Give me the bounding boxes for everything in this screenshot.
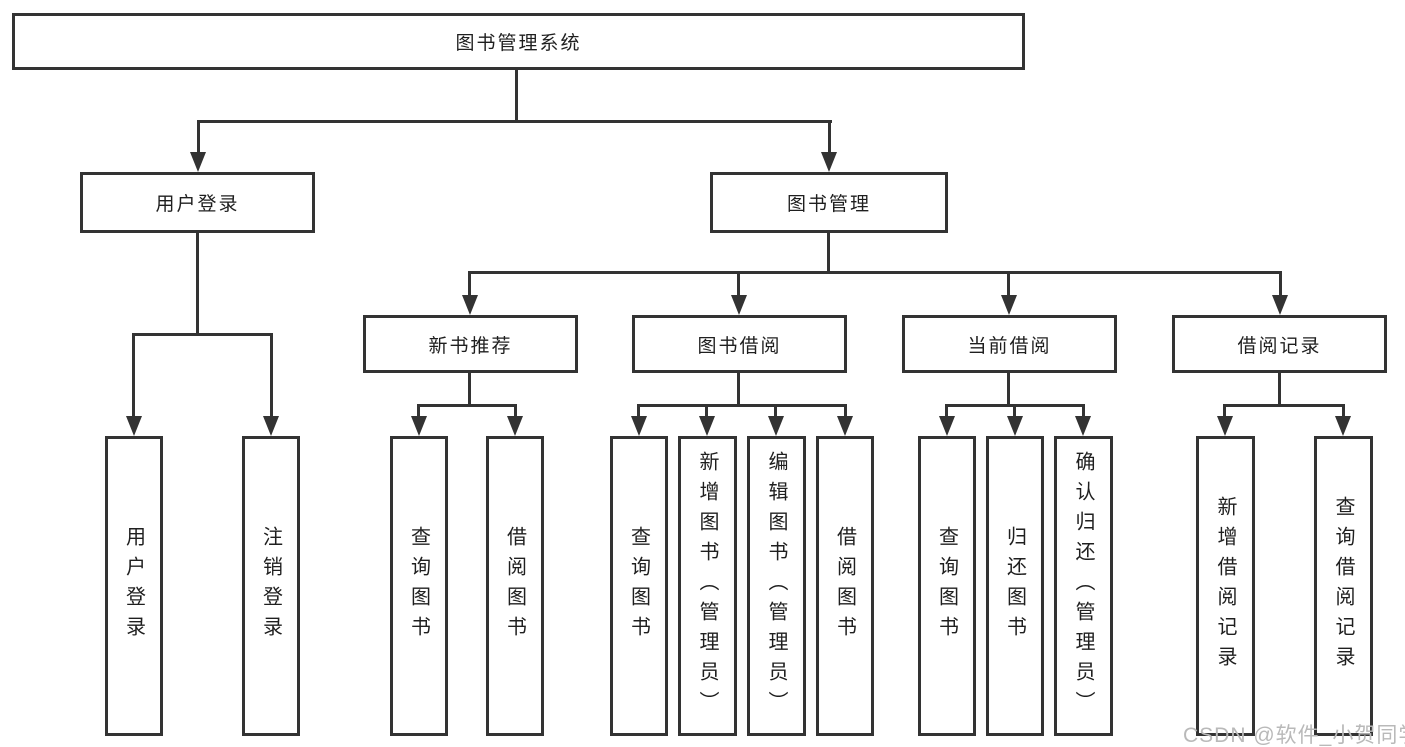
connector-line	[827, 233, 830, 274]
leaf-node-edit-books-admin: 编辑图书（管理员）	[747, 436, 806, 736]
node-new-book-recommend: 新书推荐	[363, 315, 578, 373]
arrow-down-icon	[768, 416, 784, 436]
node-book-management: 图书管理	[710, 172, 948, 233]
arrow-down-icon	[190, 152, 206, 172]
connector-line	[417, 404, 420, 418]
leaf-node-query-books-recommend: 查询图书	[390, 436, 448, 736]
arrow-down-icon	[821, 152, 837, 172]
connector-line	[1082, 404, 1085, 418]
connector-line	[468, 271, 1282, 274]
leaf-node-add-books-admin: 新增图书（管理员）	[678, 436, 737, 736]
node-book-borrow: 图书借阅	[632, 315, 847, 373]
connector-line	[468, 373, 471, 407]
connector-line	[197, 120, 200, 154]
connector-line	[1278, 373, 1281, 407]
connector-line	[945, 404, 948, 418]
arrow-down-icon	[507, 416, 523, 436]
connector-line	[828, 120, 831, 154]
connector-line	[1223, 404, 1345, 407]
connector-line	[737, 271, 740, 297]
leaf-node-add-borrow-record: 新增借阅记录	[1196, 436, 1255, 736]
connector-line	[844, 404, 847, 418]
arrow-down-icon	[263, 416, 279, 436]
arrow-down-icon	[939, 416, 955, 436]
arrow-down-icon	[1007, 416, 1023, 436]
arrow-down-icon	[411, 416, 427, 436]
leaf-node-user-login: 用户登录	[105, 436, 163, 736]
connector-line	[132, 333, 273, 336]
connector-line	[774, 404, 777, 418]
leaf-node-query-books-borrow: 查询图书	[610, 436, 668, 736]
leaf-node-query-borrow-record: 查询借阅记录	[1314, 436, 1373, 736]
leaf-node-return-books: 归还图书	[986, 436, 1044, 736]
connector-line	[468, 271, 471, 297]
connector-line	[270, 333, 273, 418]
leaf-node-query-books-current: 查询图书	[918, 436, 976, 736]
connector-line	[515, 70, 518, 123]
leaf-node-borrow-books: 借阅图书	[816, 436, 874, 736]
connector-line	[1279, 271, 1282, 297]
csdn-watermark: CSDN @软件_小贺同学	[1183, 724, 1405, 747]
leaf-node-confirm-return-admin: 确认归还（管理员）	[1054, 436, 1113, 736]
connector-line	[637, 404, 640, 418]
connector-line	[1342, 404, 1345, 418]
arrow-down-icon	[462, 295, 478, 315]
connector-line	[1013, 404, 1016, 418]
connector-line	[1007, 373, 1010, 407]
node-root-library-system: 图书管理系统	[12, 13, 1025, 70]
node-current-borrow: 当前借阅	[902, 315, 1117, 373]
connector-line	[132, 333, 135, 418]
arrow-down-icon	[1001, 295, 1017, 315]
connector-line	[705, 404, 708, 418]
connector-line	[514, 404, 517, 418]
arrow-down-icon	[837, 416, 853, 436]
arrow-down-icon	[1335, 416, 1351, 436]
leaf-node-borrow-books-recommend: 借阅图书	[486, 436, 544, 736]
connector-line	[417, 404, 517, 407]
arrow-down-icon	[1075, 416, 1091, 436]
connector-line	[196, 233, 199, 336]
arrow-down-icon	[731, 295, 747, 315]
connector-line	[737, 373, 740, 407]
leaf-node-logout: 注销登录	[242, 436, 300, 736]
arrow-down-icon	[631, 416, 647, 436]
arrow-down-icon	[1217, 416, 1233, 436]
arrow-down-icon	[126, 416, 142, 436]
connector-line	[1223, 404, 1226, 418]
connector-line	[197, 120, 832, 123]
arrow-down-icon	[699, 416, 715, 436]
connector-line	[1007, 271, 1010, 297]
arrow-down-icon	[1272, 295, 1288, 315]
connector-line	[637, 404, 847, 407]
node-user-login: 用户登录	[80, 172, 315, 233]
node-borrow-records: 借阅记录	[1172, 315, 1387, 373]
